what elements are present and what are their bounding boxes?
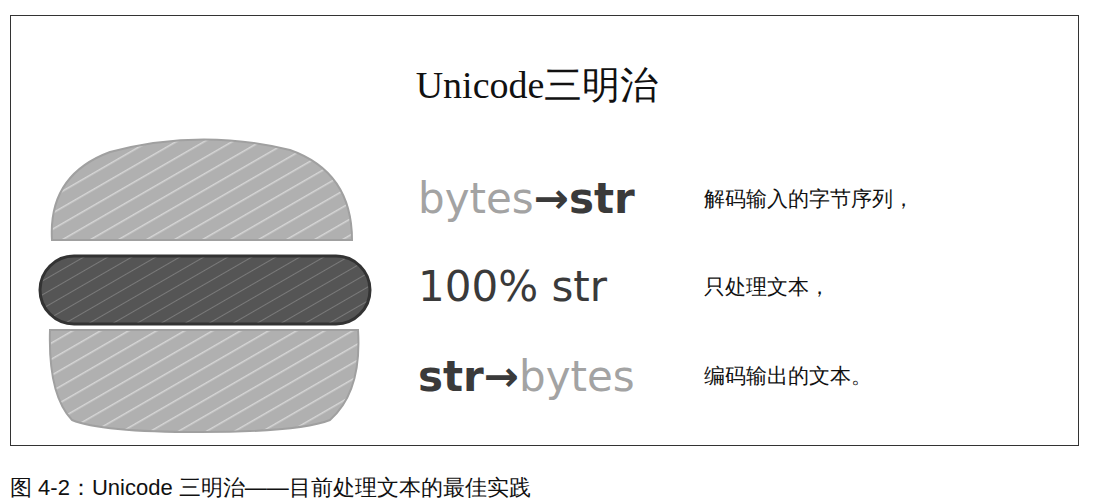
bytes-label: bytes	[519, 352, 635, 401]
step-note: 只处理文本，	[704, 273, 830, 301]
figure-caption: 图 4-2：Unicode 三明治——目前处理文本的最佳实践	[10, 473, 531, 503]
str-label: str→	[418, 352, 519, 401]
step-note: 编码输出的文本。	[704, 362, 872, 390]
step-note: 解码输入的字节序列，	[704, 185, 914, 213]
str-label: →str	[534, 174, 635, 223]
figure-title: Unicode三明治	[11, 60, 1063, 111]
str-label: 100% str	[418, 262, 607, 311]
bytes-label: bytes	[418, 174, 534, 223]
